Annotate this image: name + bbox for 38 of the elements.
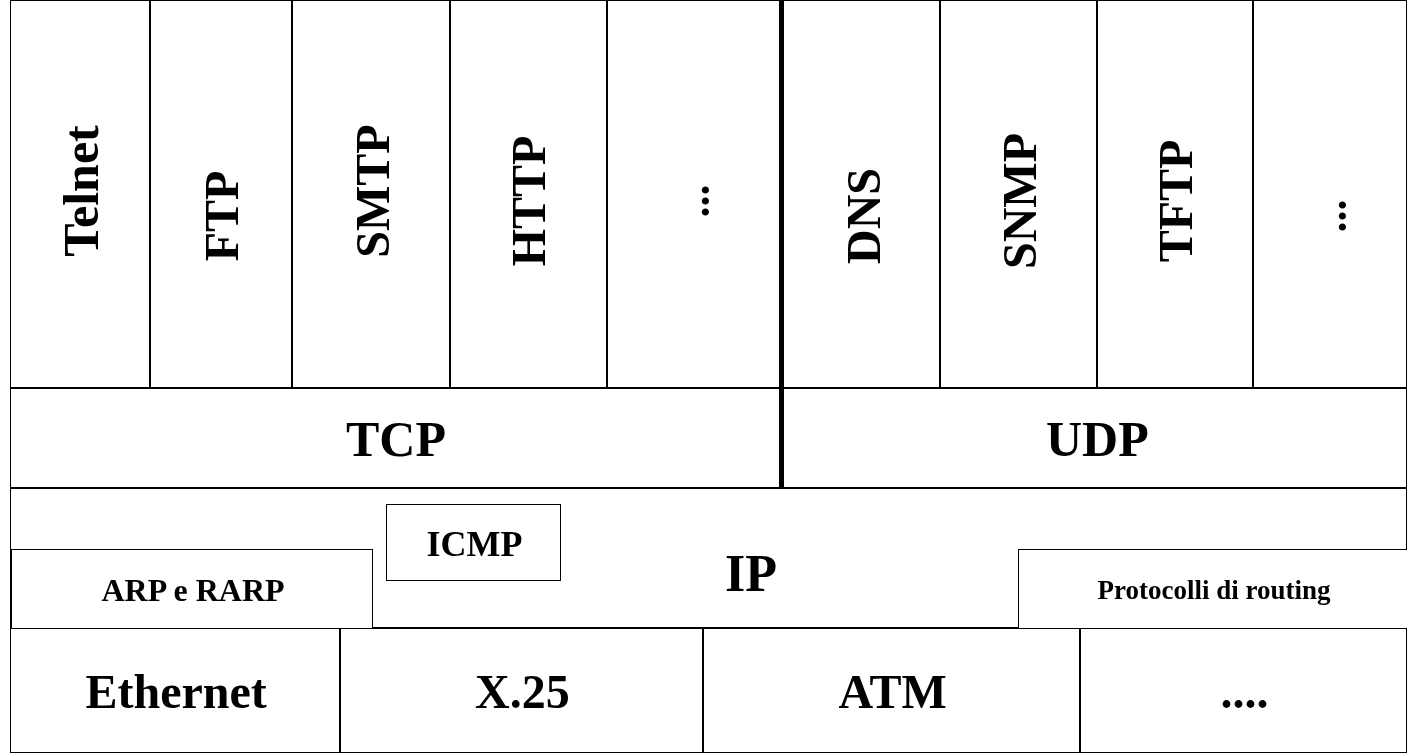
protocol-name: TCP [346, 414, 446, 464]
protocol-name: HTTP [505, 135, 554, 267]
protocol-name: ... [672, 184, 717, 218]
protocol-column [450, 0, 607, 388]
protocol-name: ICMP [426, 525, 523, 562]
protocol-name: Ethernet [85, 667, 267, 716]
protocol-column [607, 0, 780, 388]
protocol-name: Telnet [55, 125, 106, 257]
protocol-box [1018, 549, 1407, 629]
protocol-name: UDP [1046, 414, 1149, 464]
protocol-name: IP [725, 548, 777, 600]
protocol-column [10, 0, 150, 388]
protocol-column [292, 0, 450, 388]
protocol-column [1253, 0, 1407, 388]
protocol-name: ... [1309, 199, 1353, 233]
protocol-column [150, 0, 292, 388]
protocol-box [386, 504, 561, 581]
protocol-box [703, 628, 1080, 753]
protocol-box [10, 388, 780, 488]
protocol-box [780, 388, 1407, 488]
protocol-box [10, 628, 340, 753]
protocol-name: .... [1220, 667, 1269, 716]
protocol-box [11, 549, 373, 629]
protocol-column [1097, 0, 1253, 388]
protocol-name: FTP [197, 170, 246, 262]
protocol-name: X.25 [475, 667, 570, 716]
protocol-name: SMTP [348, 124, 397, 258]
protocol-name: DNS [840, 168, 888, 264]
protocol-column [940, 0, 1097, 388]
protocol-name: ARP e RARP [101, 574, 285, 606]
protocol-name: ATM [838, 667, 947, 716]
protocol-name: TFTP [1151, 139, 1200, 263]
protocol-name: SNMP [995, 133, 1044, 269]
protocol-box [1080, 628, 1407, 753]
protocol-name: Protocolli di routing [1097, 576, 1331, 604]
protocol-box [340, 628, 703, 753]
protocol-column [780, 0, 940, 388]
protocol-band [10, 488, 1407, 628]
